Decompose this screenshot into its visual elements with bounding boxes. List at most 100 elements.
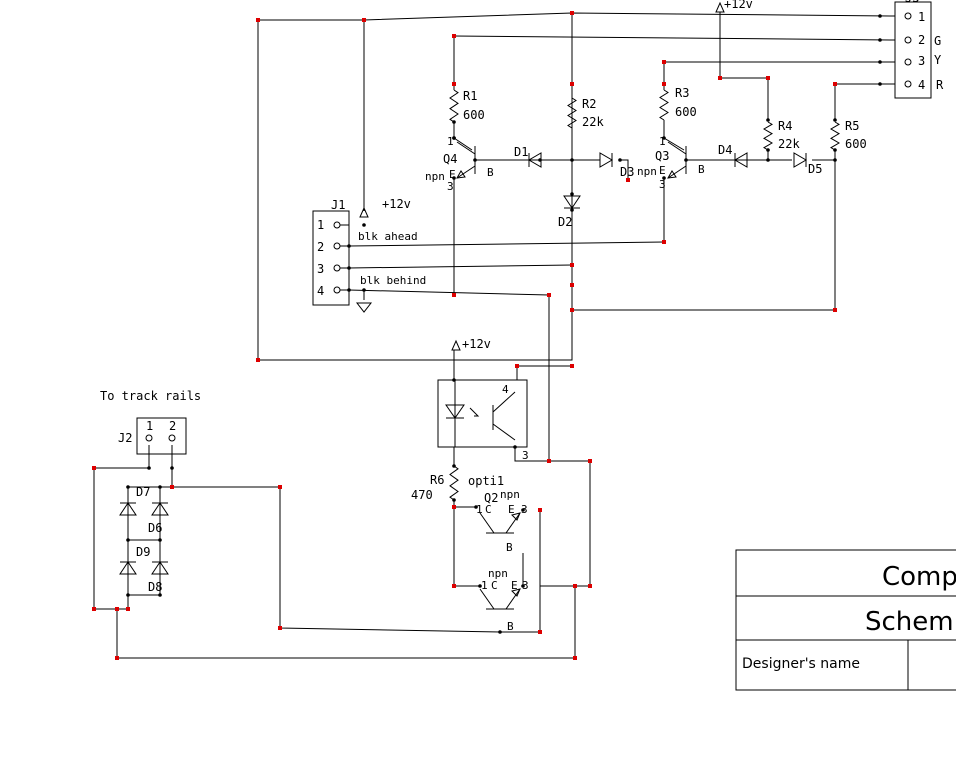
r3-value: 600 <box>675 105 697 119</box>
j1-pin2-label: blk ahead <box>358 230 418 243</box>
connection-dot <box>878 38 882 42</box>
d5-label: D5 <box>808 162 822 176</box>
junction-node <box>662 240 666 244</box>
transistor-emitter <box>667 165 687 179</box>
connection-dot <box>570 192 574 196</box>
j2-pin-2: 2 <box>169 419 176 433</box>
j3-pin-4: 4 <box>918 78 925 92</box>
connection-dot <box>521 584 525 588</box>
pin-circle <box>168 434 176 442</box>
r1-resistor <box>449 89 459 123</box>
transistor-collector <box>456 141 476 155</box>
transistor-collector <box>667 141 687 155</box>
q1-pin-c: C <box>491 579 498 592</box>
q1-pin-e: E <box>511 579 518 592</box>
diode-triangle <box>599 152 613 168</box>
q1-pin-b: B <box>507 620 514 633</box>
wire <box>348 264 573 269</box>
connection-dot <box>126 485 130 489</box>
track-rails-label: To track rails <box>100 389 201 403</box>
opto-light-arrow-icon <box>469 407 480 417</box>
j1-pin-1: 1 <box>317 218 324 232</box>
connection-dot <box>170 466 174 470</box>
q4-type: npn <box>425 170 445 183</box>
q2-pin-c: C <box>485 503 492 516</box>
r3-resistor <box>659 89 669 121</box>
r2-value: 22k <box>582 115 604 129</box>
q4-pin-3: 3 <box>447 180 454 193</box>
junction-node <box>570 263 574 267</box>
connection-dot <box>618 158 622 162</box>
labels: J1 1 2 3 4 blk ahead blk behind J3 1 2 3… <box>100 0 956 672</box>
q4-pin-b: B <box>487 166 494 179</box>
j1-pin-3: 3 <box>317 262 324 276</box>
connection-dot <box>452 176 456 180</box>
junction-node <box>573 584 577 588</box>
connection-dot <box>833 158 837 162</box>
d8-label: D8 <box>148 580 162 594</box>
junction-node <box>126 607 130 611</box>
signal-g: G <box>934 34 941 48</box>
pin-circle <box>333 221 341 229</box>
r1-value: 600 <box>463 108 485 122</box>
wire <box>172 486 501 633</box>
junction-node <box>718 76 722 80</box>
junction-node <box>570 11 574 15</box>
junction-node <box>256 18 260 22</box>
j2-name: J2 <box>118 431 132 445</box>
r3-name: R3 <box>675 86 689 100</box>
opto-pin4: 4 <box>502 383 509 396</box>
wire <box>348 289 550 296</box>
j1-name: J1 <box>331 198 345 212</box>
r6-resistor <box>449 465 459 501</box>
junction-node <box>538 630 542 634</box>
q2-name: Q2 <box>484 491 498 505</box>
d2-diode <box>563 195 581 209</box>
d4-label: D4 <box>718 143 732 157</box>
supply-arrow-icon <box>715 1 725 13</box>
wire <box>453 35 896 41</box>
junction-node <box>588 584 592 588</box>
d8-diode <box>151 561 169 575</box>
junction-node <box>547 293 551 297</box>
junction-node <box>452 34 456 38</box>
j1-pin-2: 2 <box>317 240 324 254</box>
d9-diode <box>119 561 137 575</box>
q1-pin-1: 1 <box>481 579 488 592</box>
junction-node <box>573 656 577 660</box>
connection-dot <box>473 158 477 162</box>
transistor-collector <box>479 512 495 534</box>
junction-node <box>452 293 456 297</box>
wire <box>453 500 476 508</box>
junction-node <box>570 308 574 312</box>
r6-name: R6 <box>430 473 444 487</box>
q3-pin-b: B <box>698 163 705 176</box>
j3-pin-2: 2 <box>918 33 925 47</box>
d5-diode <box>793 152 807 168</box>
connection-dot <box>833 118 837 122</box>
connection-dot <box>878 60 882 64</box>
q4-pin-e: E <box>449 168 456 181</box>
connection-dot <box>478 584 482 588</box>
j3-connector-body <box>894 1 932 99</box>
connection-dot <box>452 120 456 124</box>
opto-transistor-emitter <box>492 423 516 441</box>
pin-circle <box>904 12 912 20</box>
connection-dot <box>570 158 574 162</box>
signal-r: R <box>936 78 944 92</box>
diode-triangle <box>734 152 748 168</box>
q2-type: npn <box>500 488 520 501</box>
pin-circle <box>904 36 912 44</box>
junction-node <box>626 178 630 182</box>
connection-dot <box>662 176 666 180</box>
r4-value: 22k <box>778 137 800 151</box>
connection-dot <box>158 485 162 489</box>
q3-transistor <box>667 141 687 179</box>
transistor-emitter <box>505 588 521 610</box>
connection-dot <box>452 378 456 382</box>
d9-label: D9 <box>136 545 150 559</box>
connection-dot <box>833 148 837 152</box>
j3-pin-3: 3 <box>918 54 925 68</box>
junction-node <box>833 82 837 86</box>
junction-node <box>515 364 519 368</box>
